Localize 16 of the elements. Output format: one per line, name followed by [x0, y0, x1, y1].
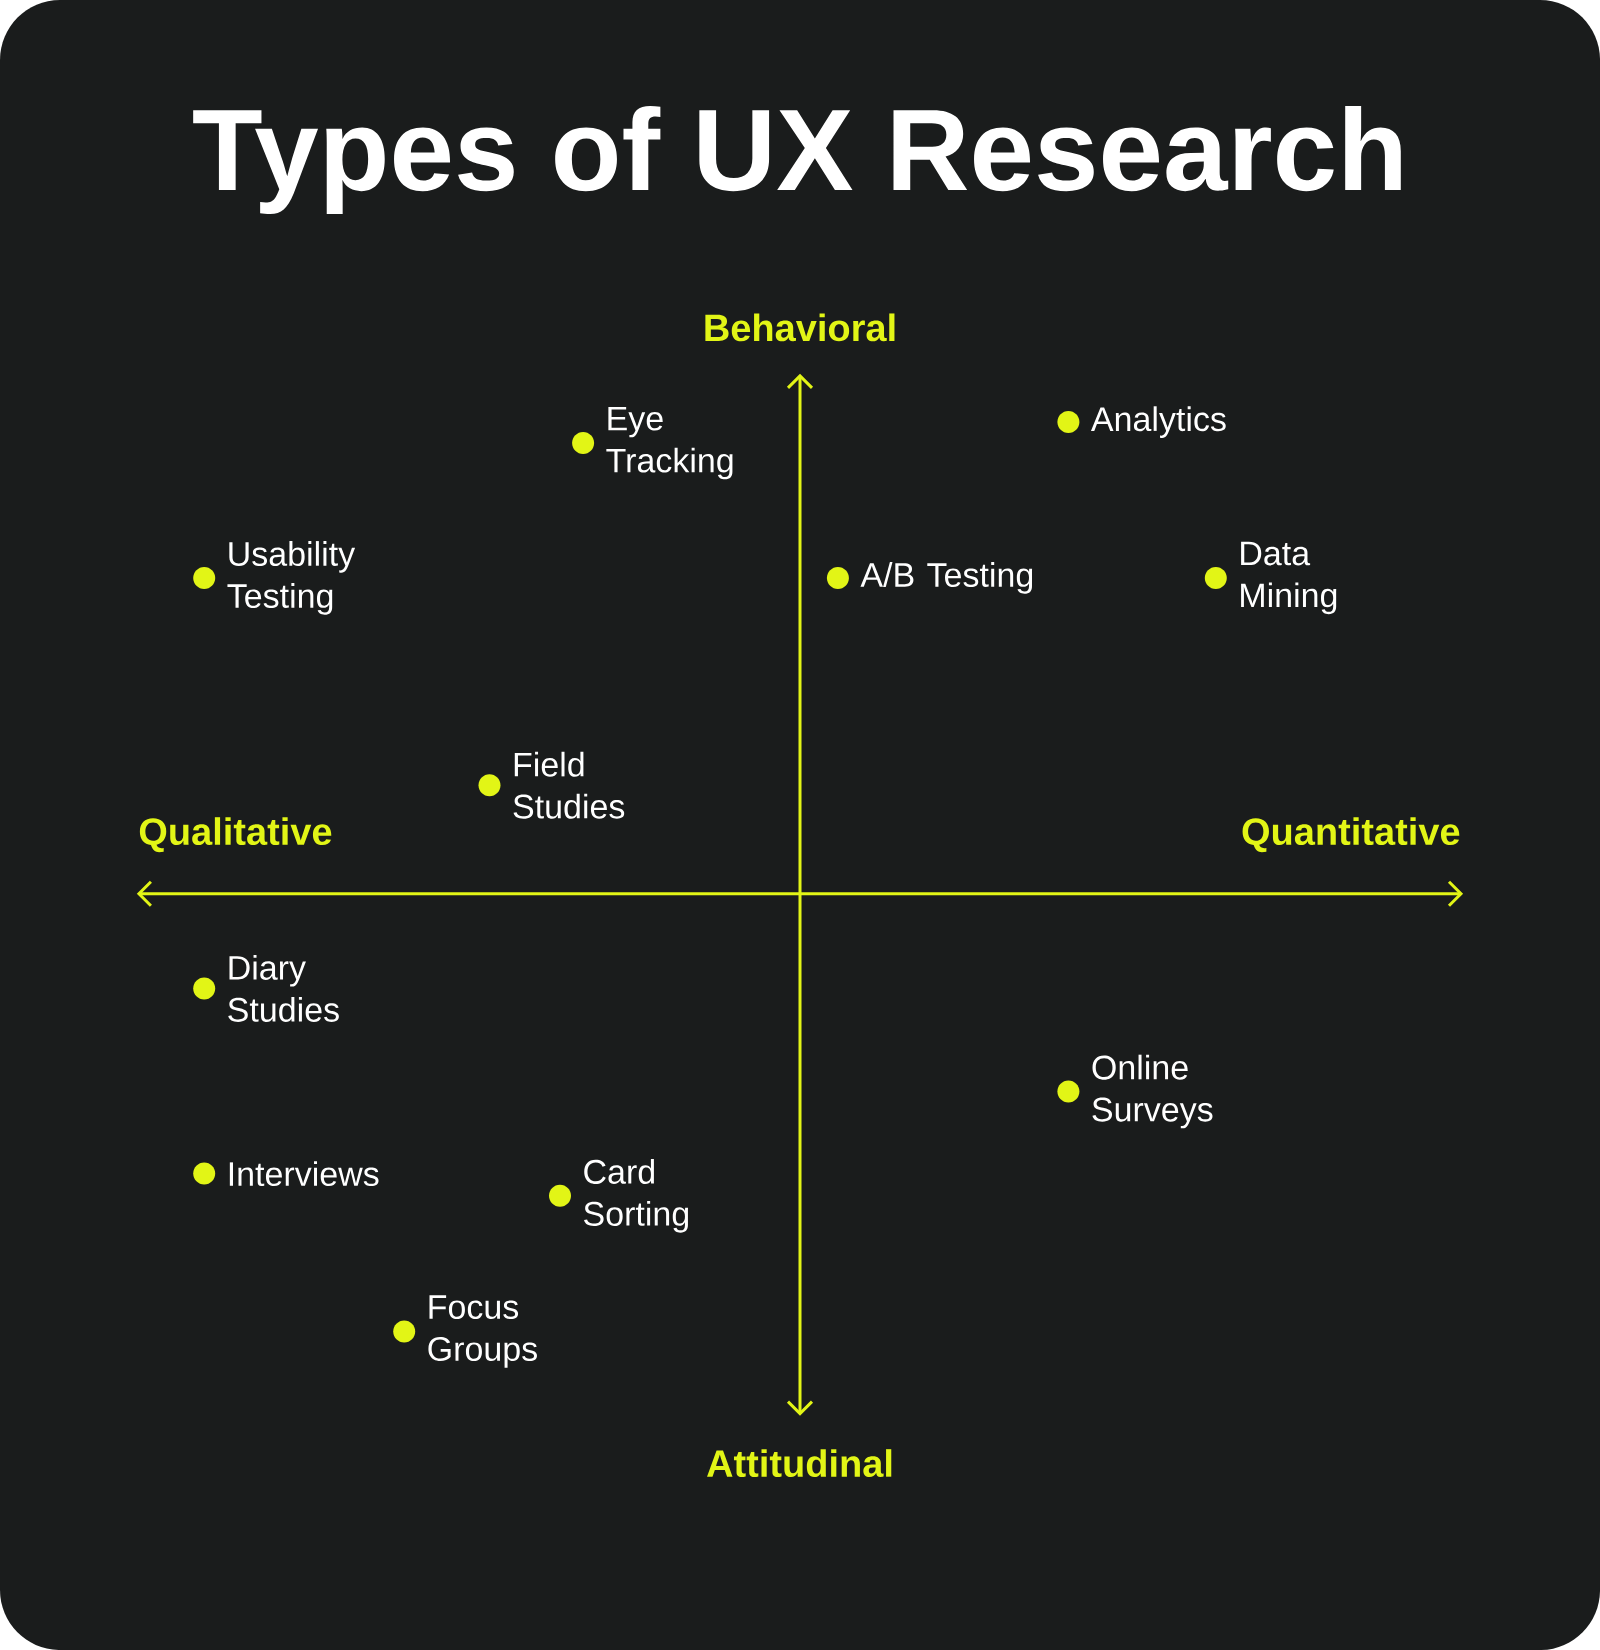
title: Types of UX Research — [193, 105, 1401, 215]
method-label: Diary Studies — [228, 954, 339, 1022]
method-label: Analytics — [1090, 406, 1226, 438]
axis-label: Attitudinal — [707, 1449, 892, 1478]
axis-label: Qualitative — [139, 817, 332, 853]
method-label: Focus Groups — [428, 1295, 537, 1368]
method-label: A/B Testing — [860, 562, 1033, 594]
method-label: Online Surveys — [1092, 1054, 1213, 1129]
method-label: Data Mining — [1241, 541, 1337, 615]
axis-label: Quantitative — [1242, 817, 1460, 853]
method-label: Field Studies — [513, 751, 625, 819]
method-label: Card Sorting — [584, 1159, 689, 1233]
method-label: Eye Tracking — [606, 406, 733, 480]
method-label: Interviews — [229, 1161, 379, 1187]
axis-label: Behavioral — [705, 313, 895, 342]
method-label: Usability Testing — [227, 541, 356, 615]
